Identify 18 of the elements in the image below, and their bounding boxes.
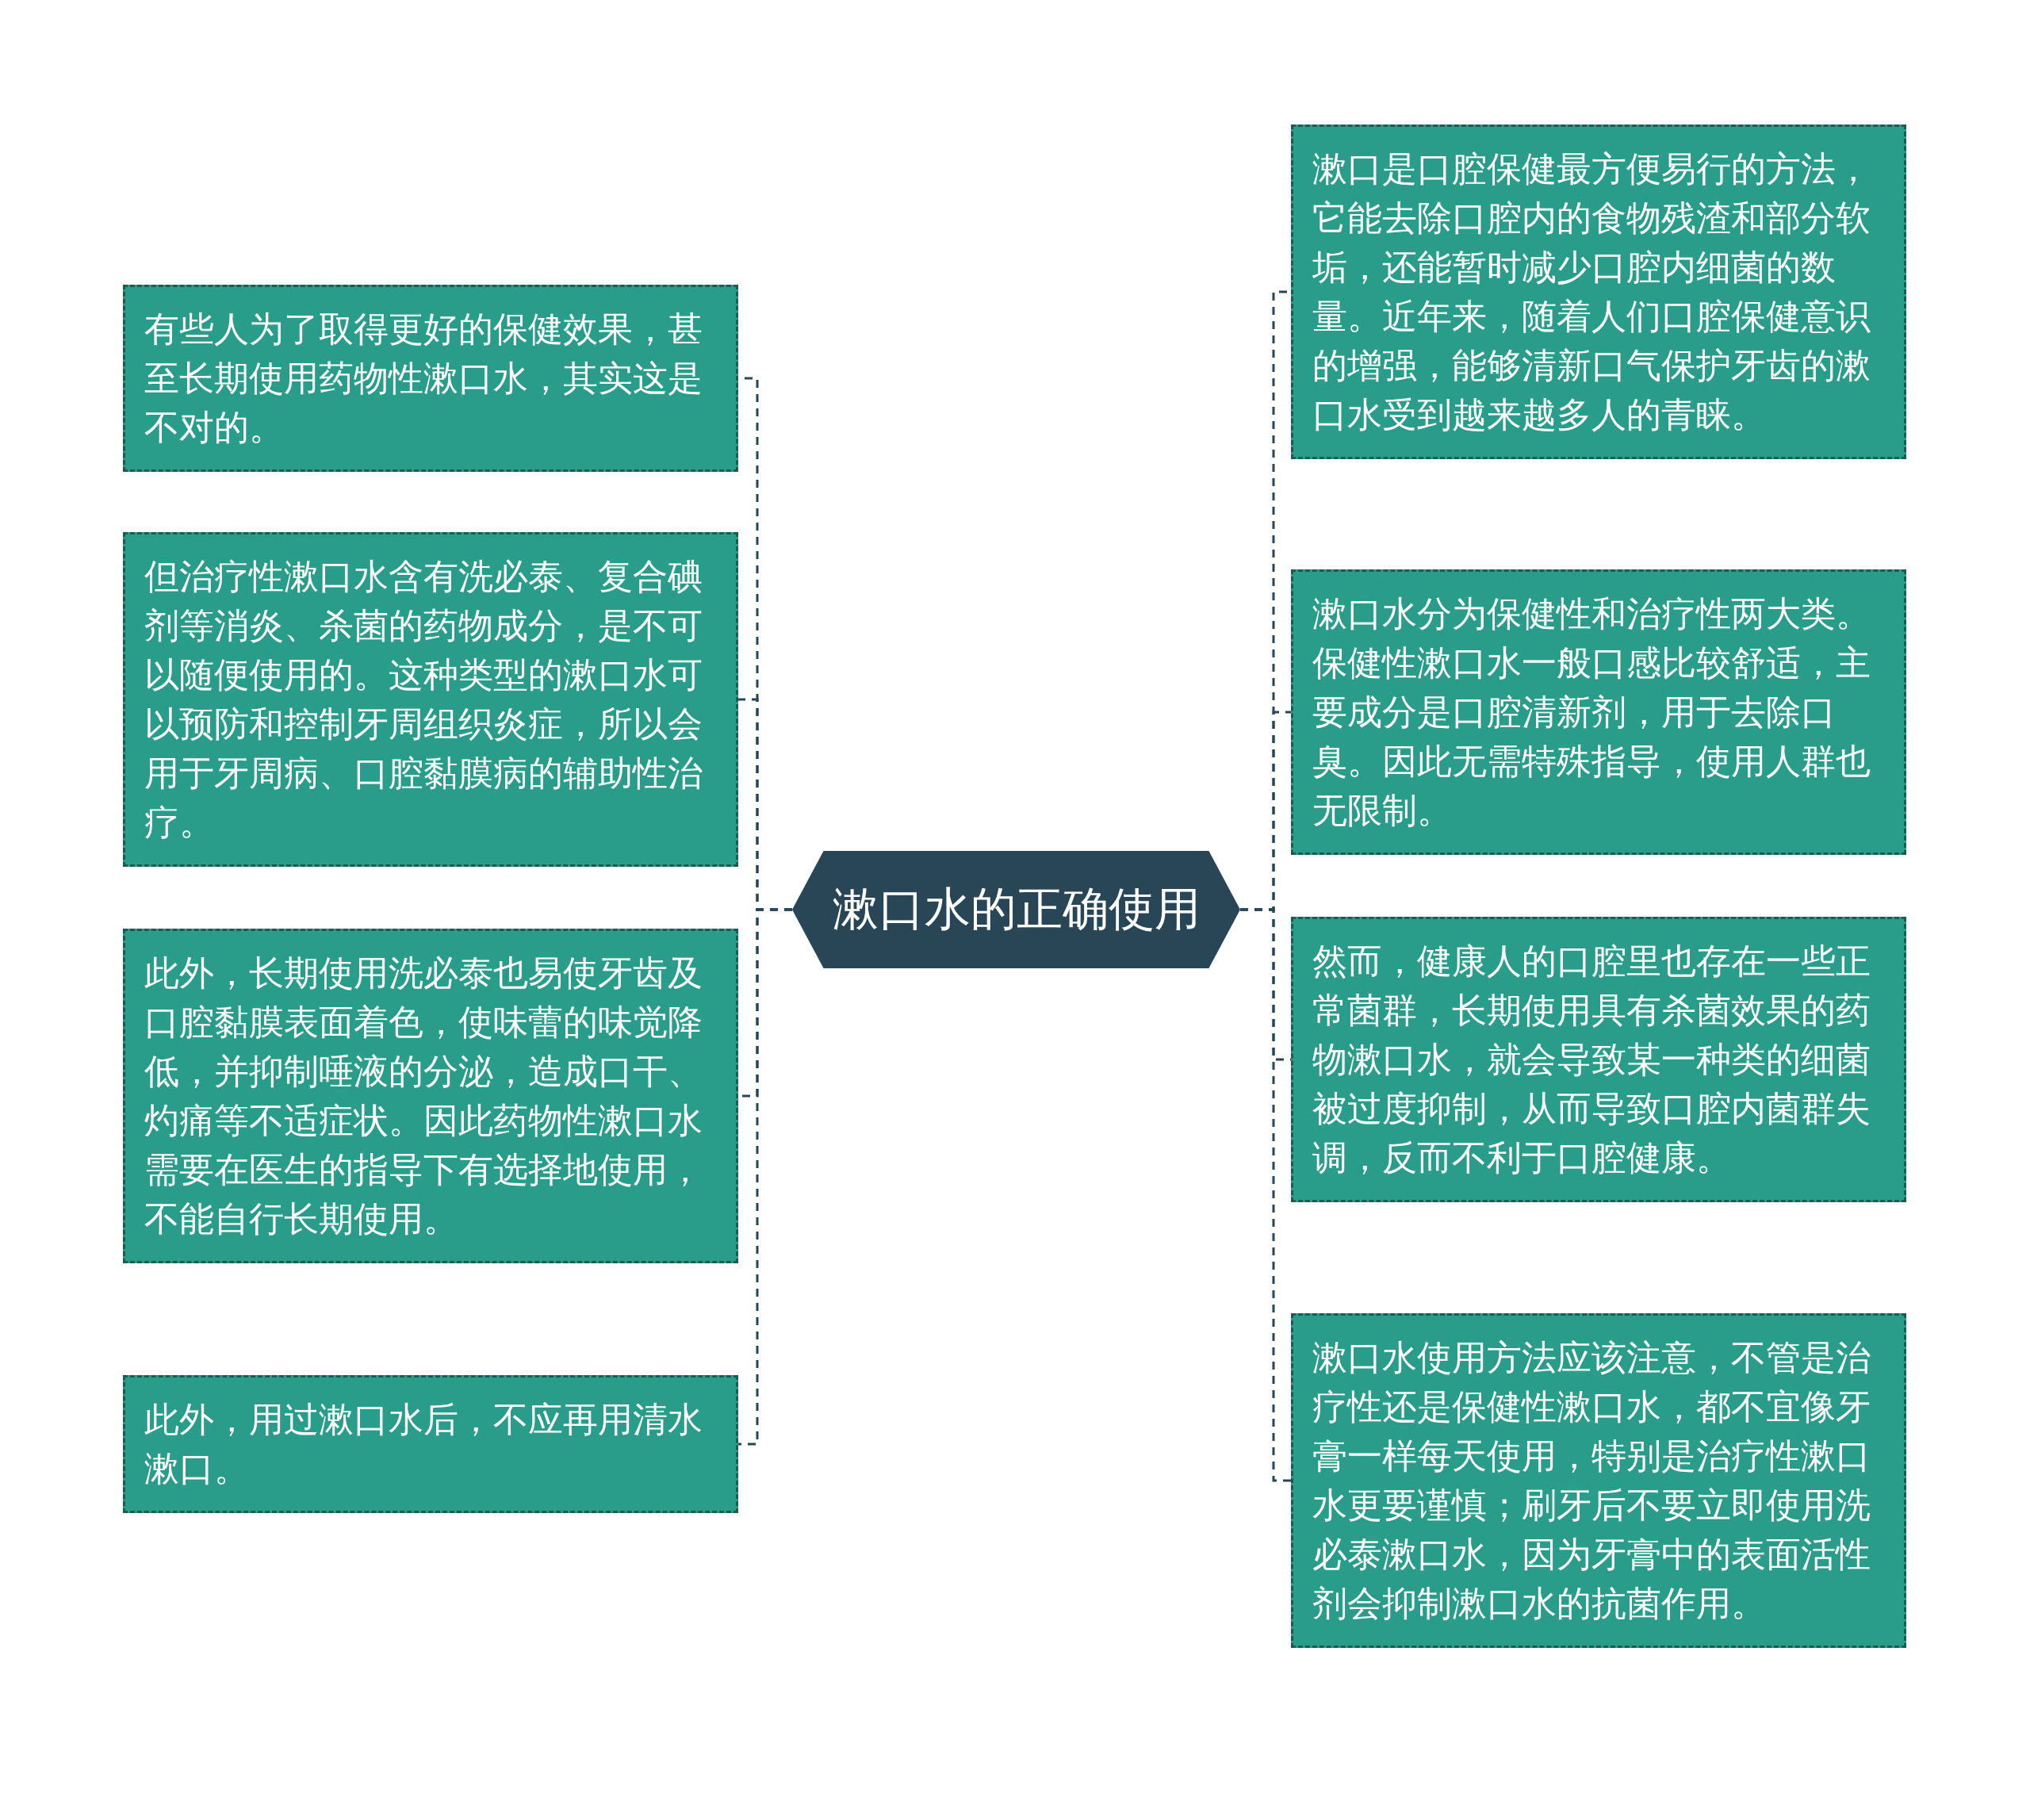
node-text: 此外，长期使用洗必泰也易使牙齿及口腔黏膜表面着色，使味蕾的味觉降低，并抑制唾液的分泌，造成口干、灼痛等不适症状。因此药物性漱口水需要在医生的指导下有选择地使用，不能自行长期使用。 xyxy=(144,952,703,1240)
topic-box xyxy=(1291,125,1906,459)
node-text: 然而，健康人的口腔里也存在一些正常菌群，长期使用具有杀菌效果的药物漱口水，就会导致某一种类的细菌被过度抑制，从而导致口腔内菌群失调，反而不利于口腔健康。 xyxy=(1312,940,1871,1179)
topic-box xyxy=(123,1375,738,1513)
topic-box xyxy=(123,929,738,1263)
node-text: 漱口是口腔保健最方便易行的方法，它能去除口腔内的食物残渣和部分软垢，还能暂时减少口腔内细菌的数量。近年来，随着人们口腔保健意识的增强，能够清新口气保护牙齿的漱口水受到越来越多人的青睐。 xyxy=(1312,148,1871,436)
node-text: 此外，用过漱口水后，不应再用清水漱口。 xyxy=(144,1398,703,1490)
topic-box xyxy=(123,285,738,472)
node-text: 有些人为了取得更好的保健效果，甚至长期使用药物性漱口水，其实这是不对的。 xyxy=(144,308,703,449)
connector-line xyxy=(738,908,792,1446)
topic-box xyxy=(1291,569,1906,855)
node-text: 但治疗性漱口水含有洗必泰、复合碘剂等消炎、杀菌的药物成分，是不可以随便使用的。这种类型的漱口水可以预防和控制牙周组织炎症，所以会用于牙周病、口腔黏膜病的辅助性治疗。 xyxy=(144,555,703,844)
topic-box xyxy=(123,532,738,867)
node-text: 漱口水使用方法应该注意，不管是治疗性还是保健性漱口水，都不宜像牙膏一样每天使用，特别是治疗性漱口水更要谨慎；刷牙后不要立即使用洗必泰漱口水，因为牙膏中的表面活性剂会抑制漱口水的抗菌作用。 xyxy=(1312,1336,1871,1625)
topic-box xyxy=(1291,917,1906,1202)
node-text: 漱口水分为保健性和治疗性两大类。保健性漱口水一般口感比较舒适，主要成分是口腔清新剂，用于去除口臭。因此无需特殊指导，使用人群也无限制。 xyxy=(1312,592,1871,832)
connector-line xyxy=(1240,908,1291,1482)
topic-box xyxy=(1291,1313,1906,1648)
